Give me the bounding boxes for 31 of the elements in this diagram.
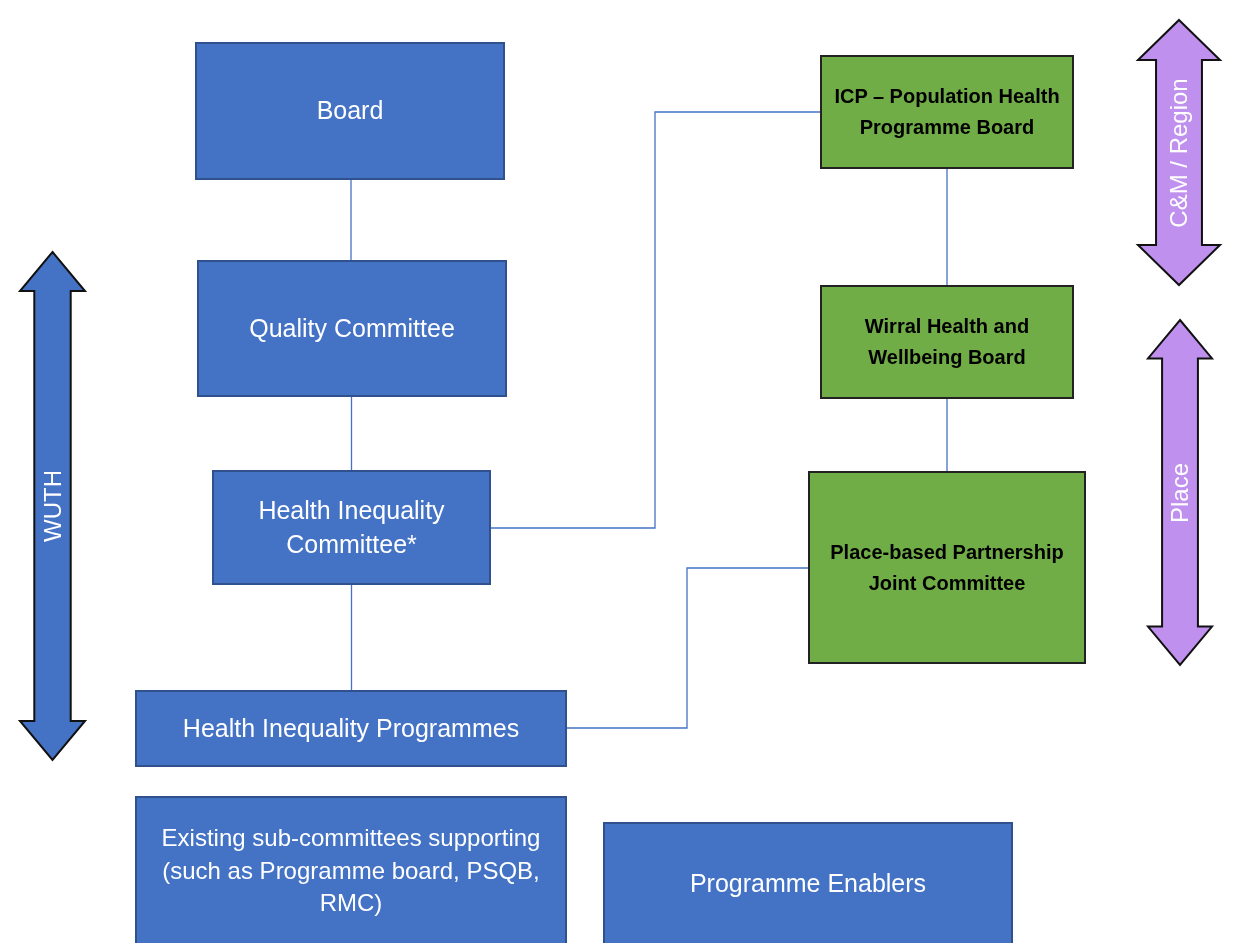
connector-line [350,179,352,261]
process-box [135,690,567,767]
partner-box [808,471,1086,664]
connector-line [566,567,809,729]
process-box [195,42,505,180]
box-label: Board [315,95,385,127]
arrow-label: Place [1166,462,1194,523]
box-label: Place-based Partnership Joint Committee [829,539,1065,596]
box-label: ICP – Population Health Programme Board [833,84,1061,140]
connector-line [350,396,353,471]
box-label: Quality Committee [248,312,456,344]
partner-box [820,285,1074,399]
box-label: Wirral Health and Wellbeing Board [863,314,1031,370]
box-label: Health Inequality Programmes [181,712,521,744]
process-box [135,796,567,943]
double-arrow [1148,320,1212,665]
arrow-label: WUTH [38,470,67,542]
arrow-label: C&M / Region [1165,77,1193,228]
box-label: Health Inequality Committee* [257,494,446,560]
process-box [212,470,491,585]
double-arrow [20,252,85,760]
connector-line [946,168,948,286]
connector-line [490,111,821,529]
connector-line [946,398,948,472]
process-box [197,260,507,397]
process-box [603,822,1013,943]
double-arrow [1138,20,1220,285]
connector-line [350,584,353,691]
box-label: Existing sub-committees supporting (such as Programme board, PSQB, RMC) [160,823,542,919]
partner-box [820,55,1074,169]
box-label: Programme Enablers [688,868,928,900]
